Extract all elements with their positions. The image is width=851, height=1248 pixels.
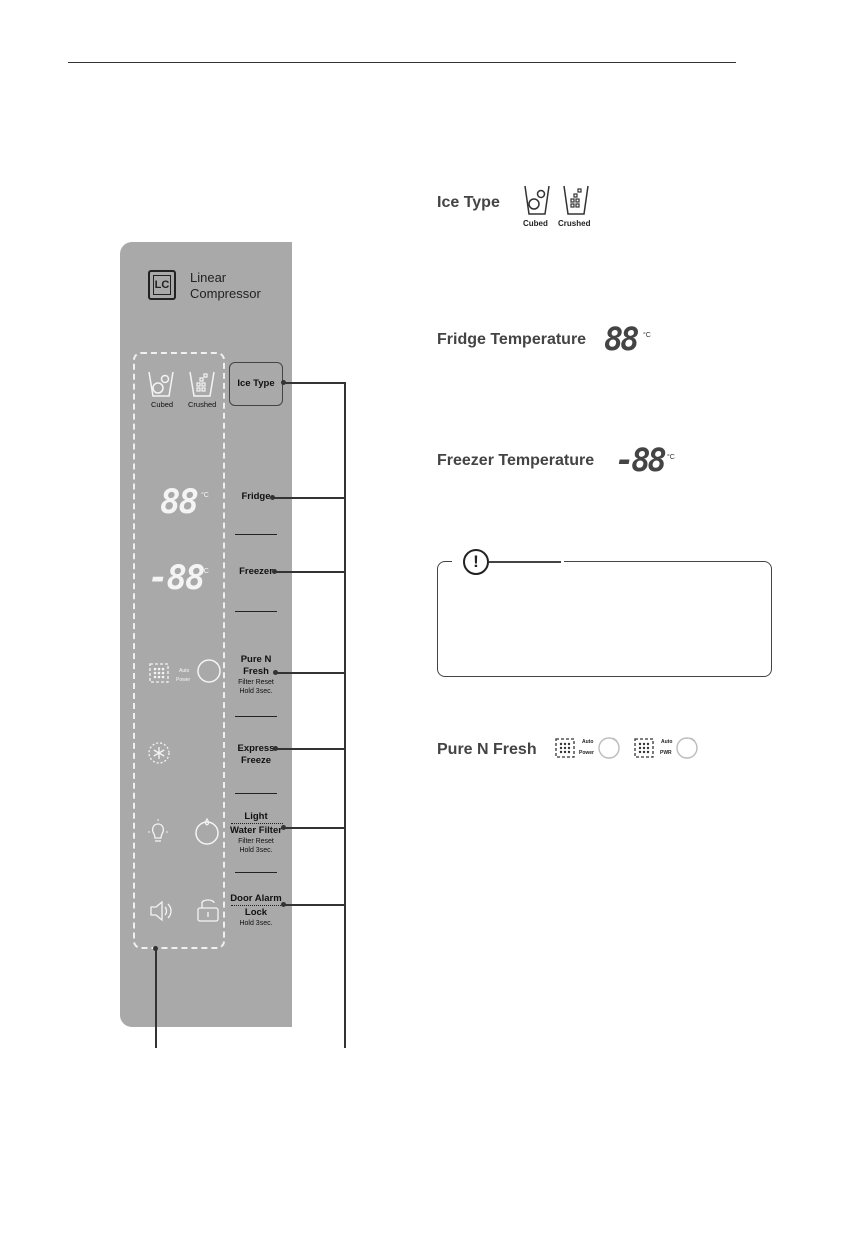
- legend-replace-filter-icon-2: [676, 737, 698, 759]
- separator: [235, 611, 277, 612]
- leader-dot: [281, 902, 286, 907]
- lock-button[interactable]: Lock Hold 3sec.: [239, 907, 273, 927]
- brand-text: Linear Compressor: [190, 270, 261, 302]
- separator: [235, 793, 277, 794]
- brand-line2: Compressor: [190, 286, 261, 301]
- legend-crushed-icon: [563, 185, 589, 215]
- leader-dot: [281, 380, 286, 385]
- cubed-label: Cubed: [151, 400, 174, 409]
- separator: [235, 872, 277, 873]
- legend-freezer-temperature: Freezer Temperature: [437, 452, 595, 469]
- dotted-divider: [231, 823, 283, 824]
- separator: [235, 534, 277, 535]
- legend-crushed-label: Crushed: [558, 219, 591, 228]
- legend-auto-label: Auto: [582, 739, 594, 745]
- legend-fridge-temperature: Fridge Temperature: [437, 331, 587, 348]
- leader-freezer: [274, 571, 345, 573]
- light-bulb-icon: [148, 819, 168, 842]
- leader-express-freeze: [275, 748, 345, 750]
- water-filter-icon: [195, 818, 219, 845]
- note-box: [437, 561, 772, 677]
- leader-pure-n-fresh: [275, 672, 345, 674]
- legend-pwr-label: PWR: [660, 750, 672, 756]
- leader-door-alarm: [283, 904, 345, 906]
- legend-fridge-display: 88: [604, 320, 639, 358]
- freezer-button[interactable]: Freezer: [239, 566, 273, 577]
- exclamation-icon: !: [463, 549, 489, 575]
- speaker-icon: [150, 900, 172, 922]
- leader-dot: [153, 946, 158, 951]
- auto-label: Auto: [179, 668, 190, 674]
- replace-filter-icon: [197, 659, 221, 683]
- note-header-line: [489, 561, 561, 563]
- leader-dot: [270, 495, 275, 500]
- freezer-temp-display: -88: [148, 558, 205, 598]
- fridge-temp-display: 88: [160, 482, 199, 522]
- fridge-unit: °C: [201, 492, 209, 499]
- lock-icon: [197, 899, 219, 922]
- pure-n-fresh-icon: [149, 663, 169, 683]
- legend-cubed-icon: [524, 185, 550, 215]
- freezer-unit: °C: [201, 568, 209, 575]
- pure-n-fresh-button[interactable]: Pure N Fresh Filter Reset Hold 3sec.: [238, 654, 274, 695]
- ice-type-button[interactable]: [229, 362, 283, 406]
- legend-ice-type: Ice Type: [437, 194, 500, 211]
- power-label: Power: [176, 677, 191, 683]
- legend-pure-n-fresh-icon: [555, 738, 575, 758]
- cubed-ice-icon: [148, 371, 174, 397]
- legend-fridge-unit: °C: [643, 332, 651, 339]
- legend-freezer-unit: °C: [667, 454, 675, 461]
- legend-power-label: Power: [579, 750, 595, 756]
- door-alarm-button[interactable]: Door Alarm: [230, 893, 282, 904]
- legend-cubed-label: Cubed: [523, 219, 548, 228]
- legend-auto-label-2: Auto: [661, 739, 673, 745]
- leader-dot: [272, 569, 277, 574]
- lc-logo: LC: [148, 270, 176, 300]
- fridge-button[interactable]: Fridge: [241, 491, 271, 502]
- water-filter-button[interactable]: Water Filter Filter Reset Hold 3sec.: [230, 825, 282, 854]
- top-rule: [68, 62, 736, 63]
- leader-water-filter: [283, 827, 345, 829]
- leader-dot: [281, 825, 286, 830]
- legend-pure-n-fresh: Pure N Fresh: [437, 741, 537, 758]
- brand-line1: Linear: [190, 270, 227, 285]
- crushed-ice-icon: [189, 371, 215, 397]
- leader-dot: [273, 746, 278, 751]
- leader-dot: [273, 670, 278, 675]
- ice-type-label: Ice Type: [237, 378, 275, 389]
- express-freeze-button[interactable]: Express Freeze: [237, 743, 275, 766]
- light-button[interactable]: Light: [244, 811, 268, 822]
- buttons-leader-line: [344, 382, 346, 1048]
- leader-ice-type: [283, 382, 345, 384]
- express-freeze-icon: [148, 742, 170, 764]
- display-leader-line: [155, 949, 157, 1048]
- dotted-divider: [231, 905, 283, 906]
- legend-freezer-display: -88: [615, 441, 667, 479]
- legend-pure-n-fresh-pwr-icon: [634, 738, 654, 758]
- display-area: [133, 352, 225, 949]
- crushed-label: Crushed: [188, 400, 217, 409]
- separator: [235, 716, 277, 717]
- legend-replace-filter-icon: [598, 737, 620, 759]
- leader-fridge: [272, 497, 345, 499]
